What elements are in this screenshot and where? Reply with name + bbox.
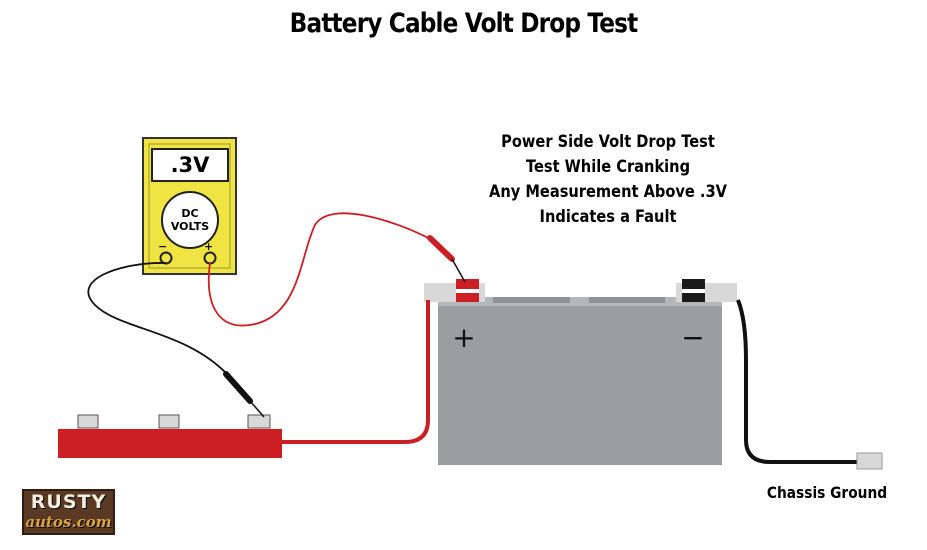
red-probe-tip	[451, 258, 466, 283]
black-test-lead	[87, 262, 229, 376]
starter-stud-3	[247, 414, 271, 429]
negative-terminal-band	[682, 289, 705, 293]
diagram-title: Battery Cable Volt Drop Test	[289, 8, 639, 39]
instruction-line-4: Indicates a Fault	[539, 207, 677, 227]
positive-cable	[282, 300, 430, 444]
multimeter-inner-frame	[148, 143, 231, 269]
test-instructions: Power Side Volt Drop Test Test While Cra…	[479, 130, 737, 230]
battery-cap-right	[589, 297, 665, 303]
battery-positive-sign: +	[452, 321, 475, 354]
dial-label-volts: VOLTS	[170, 220, 210, 233]
rustyautos-logo: RUSTY autos.com	[22, 489, 115, 535]
black-probe	[223, 371, 253, 404]
starter-stud-2	[158, 414, 180, 429]
dial-label-dc: DC	[181, 207, 199, 220]
chassis-ground-lug	[856, 452, 883, 470]
ground-cable	[736, 299, 858, 464]
meter-display-reading: .3V	[151, 148, 229, 182]
positive-jack	[203, 251, 217, 265]
instruction-line-2: Test While Cranking	[525, 157, 691, 177]
positive-jack-label: +	[204, 240, 213, 253]
starter-terminal-bar	[58, 429, 282, 458]
instruction-line-1: Power Side Volt Drop Test	[501, 132, 715, 152]
black-probe-tip	[249, 400, 265, 418]
starter-stud-1	[77, 414, 99, 429]
battery-body	[438, 304, 722, 465]
logo-line-2: autos.com	[25, 513, 112, 531]
meter-dial: DC VOLTS	[161, 191, 219, 249]
red-probe	[427, 235, 455, 262]
positive-terminal-band	[456, 289, 479, 293]
battery-negative-sign: −	[681, 321, 704, 354]
battery-lid	[438, 297, 722, 306]
negative-jack-label: −	[158, 240, 167, 253]
chassis-ground-label: Chassis Ground	[766, 483, 888, 502]
negative-jack	[159, 251, 173, 265]
red-test-lead	[207, 212, 433, 327]
logo-line-1: RUSTY	[30, 491, 107, 513]
battery-cap-left	[493, 297, 570, 303]
instruction-line-3: Any Measurement Above .3V	[489, 182, 727, 202]
